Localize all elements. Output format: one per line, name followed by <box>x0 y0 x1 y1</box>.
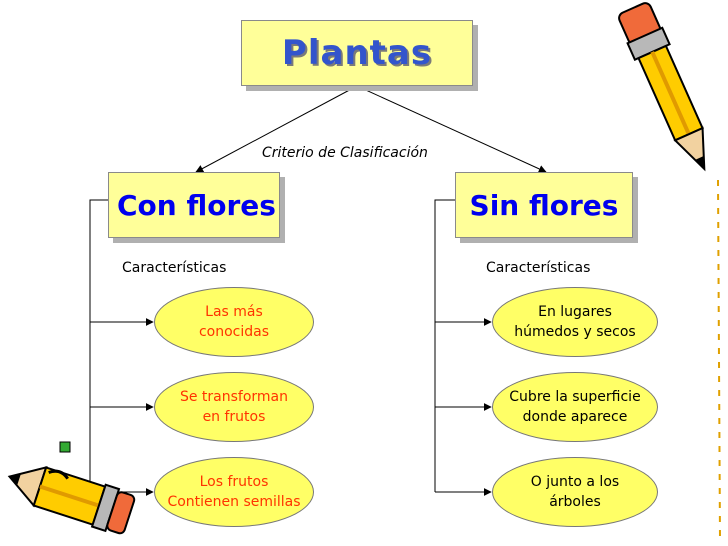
pencil-icon <box>618 2 721 541</box>
left-bracket <box>89 199 108 492</box>
right-bracket <box>434 199 455 492</box>
arrow-to-con-flores <box>195 85 358 173</box>
criterion-label: Criterio de Clasificación <box>262 145 428 161</box>
category-title-sin-flores: Sin flores <box>469 188 619 222</box>
characteristics-label-left: Características <box>122 260 227 276</box>
title-box: Plantas <box>241 20 473 86</box>
arrow-to-sin-flores <box>356 85 547 173</box>
category-title-con-flores: Con flores <box>117 188 276 222</box>
characteristics-label-right: Características <box>486 260 591 276</box>
category-sin-flores: Sin flores <box>455 172 633 238</box>
page-title: Plantas <box>281 33 433 73</box>
pencil-icon <box>7 441 136 535</box>
category-con-flores: Con flores <box>108 172 280 238</box>
